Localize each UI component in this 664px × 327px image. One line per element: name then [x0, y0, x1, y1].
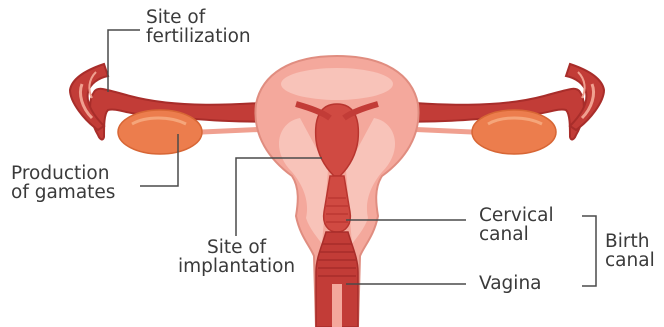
label-vagina: Vagina — [479, 274, 542, 293]
fundus-highlight — [281, 68, 393, 100]
label-site-of-implantation: Site of implantation — [178, 238, 295, 276]
label-birth-canal: Birth canal — [605, 232, 655, 270]
label-production-of-gametes: Production of gamates — [11, 164, 115, 202]
label-site-of-fertilization: Site of fertilization — [146, 8, 251, 46]
label-cervical-canal: Cervical canal — [479, 206, 554, 244]
bracket-birth-canal — [582, 216, 596, 286]
leader-fertilization — [108, 30, 140, 92]
